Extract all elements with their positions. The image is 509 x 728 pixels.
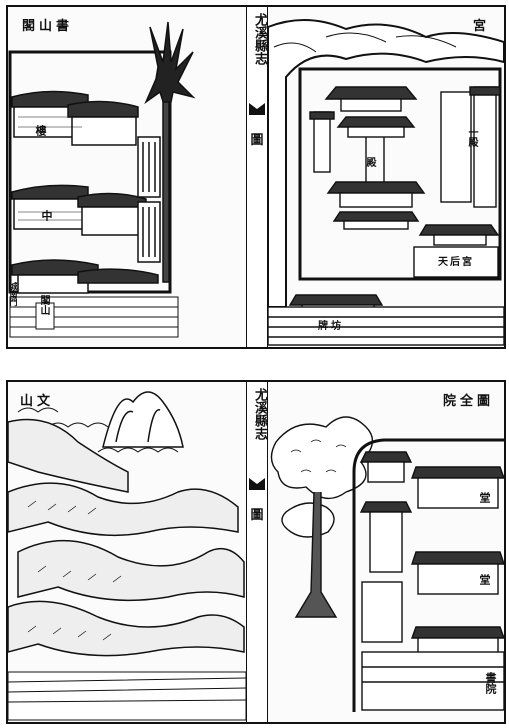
caption-bottom-left: 山文	[20, 394, 55, 409]
fishtail-mark-icon	[249, 103, 265, 115]
side-text: 城南門	[9, 282, 19, 306]
caption-bottom-right: 院全圖	[442, 394, 494, 409]
label-building-2: 中	[40, 210, 53, 221]
gutter-title-top: 尤溪縣志	[252, 13, 267, 65]
label-hall-a: 堂	[478, 492, 491, 503]
temple-illustration	[267, 19, 504, 346]
top-gutter: 尤溪縣志 圖	[246, 7, 268, 347]
label-gate: 閣山	[38, 295, 49, 315]
academy-complex-illustration	[270, 416, 504, 712]
gutter-title-bottom: 尤溪縣志	[252, 388, 267, 440]
label-hall-2: 殿	[364, 157, 375, 167]
label-hall-1: 一殿	[466, 127, 477, 147]
label-hall-b: 堂	[478, 574, 491, 585]
mountain-landscape-illustration	[8, 391, 246, 721]
gutter-subtitle-bottom: 圖	[250, 508, 264, 523]
top-spread: 閣山書 樓 中 閣山 城南門 尤溪縣志 圖	[6, 5, 506, 349]
fishtail-mark-icon	[249, 478, 265, 490]
academy-pavilion-illustration	[8, 21, 196, 338]
label-academy: 書院	[484, 672, 497, 694]
gutter-subtitle-top: 圖	[250, 133, 264, 148]
bottom-right-panel: 院全圖 堂 堂 書院	[266, 382, 504, 722]
label-hall-3: 天后宮	[438, 257, 474, 268]
bottom-gutter: 尤溪縣志 圖	[246, 382, 268, 722]
top-left-panel: 閣山書 樓 中 閣山 城南門	[8, 7, 246, 347]
bottom-left-panel: 山文	[8, 382, 246, 722]
label-building-1: 樓	[34, 125, 47, 136]
bottom-spread: 山文 尤溪縣志 圖	[6, 380, 506, 724]
label-gate-sign: 牌坊	[318, 321, 344, 332]
caption-top-left: 閣山書	[22, 19, 74, 34]
top-right-panel: 宮 一殿 殿 天后宮 牌坊	[266, 7, 504, 347]
caption-top-right: 宮	[472, 19, 490, 34]
